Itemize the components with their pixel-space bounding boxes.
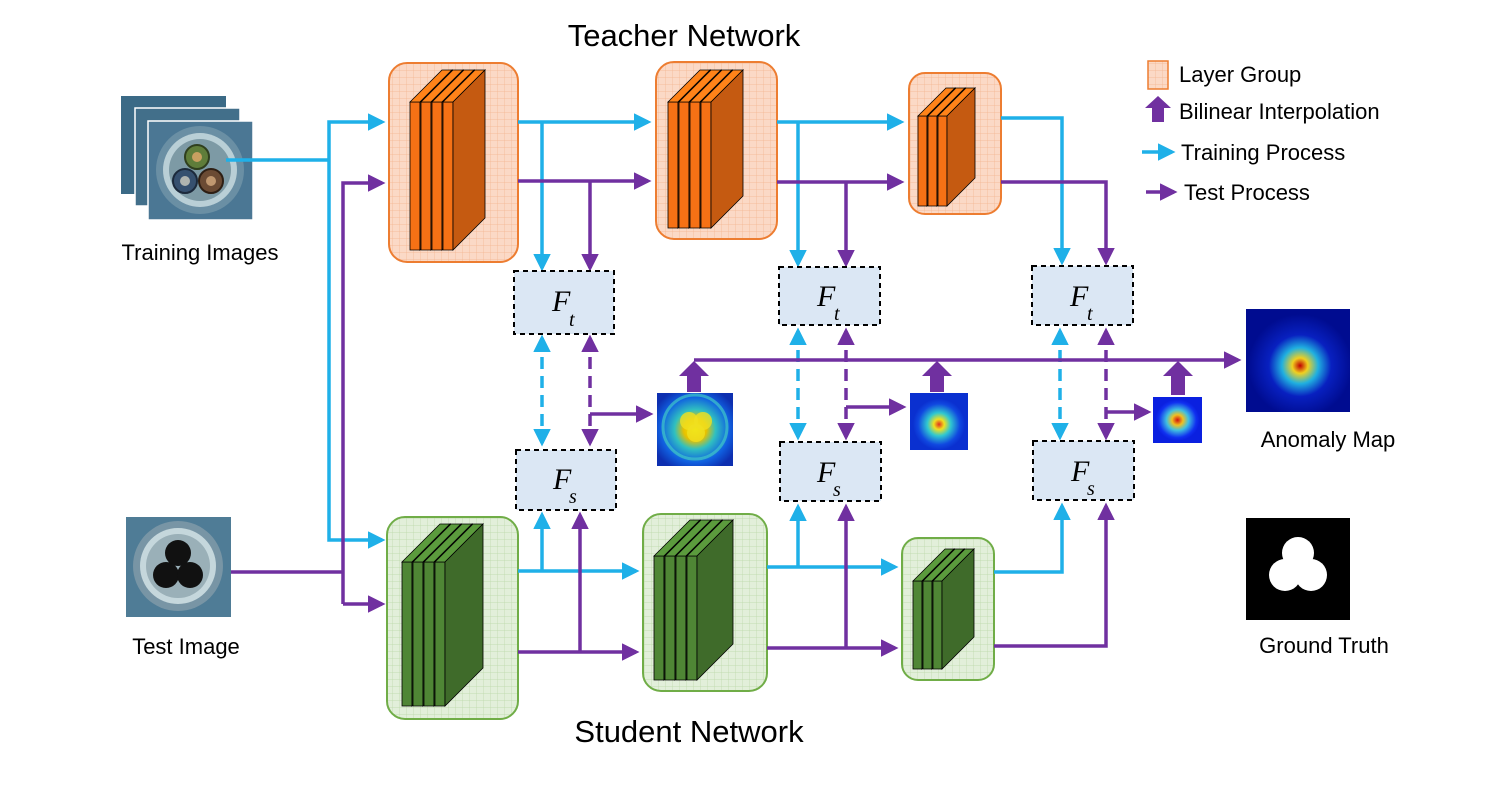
teacher-layer-group-1 — [388, 62, 519, 263]
teacher-layer-stack-3 — [917, 87, 976, 207]
layer-group-icon — [1147, 60, 1169, 90]
feature-box-teacher-3: F t — [1031, 265, 1134, 326]
feature-box-student-2: F s — [779, 441, 882, 502]
svg-text:t: t — [1087, 303, 1093, 325]
svg-text:t: t — [834, 303, 840, 325]
svg-text:F: F — [816, 280, 836, 313]
ground-truth-mask — [1246, 518, 1350, 620]
layer-slab — [700, 69, 744, 229]
svg-text:F: F — [1069, 280, 1089, 313]
anomaly-map-scale-1 — [657, 393, 733, 466]
legend-layer-group-label: Layer Group — [1179, 62, 1301, 87]
svg-text:F: F — [816, 456, 836, 489]
student-layer-group-2 — [642, 513, 768, 692]
test-dashed-compare-arrows — [581, 327, 1115, 447]
layer-slab — [932, 548, 975, 670]
svg-text:s: s — [569, 486, 577, 508]
feature-box-student-3: F s — [1032, 440, 1135, 501]
anomaly-map-scale-2 — [910, 393, 968, 450]
student-layer-stack-2 — [653, 519, 734, 681]
bilinear-arrow-icon — [1163, 361, 1193, 395]
legend-training-label: Training Process — [1181, 140, 1345, 165]
test-process-arrows — [231, 172, 1242, 661]
svg-text:F: F — [1070, 455, 1090, 488]
bilinear-upsample-arrows — [679, 361, 1193, 395]
training-process-arrows — [226, 113, 1071, 580]
teacher-layer-group-2 — [655, 61, 778, 240]
student-layer-group-1 — [386, 516, 519, 720]
svg-text:F: F — [552, 463, 572, 496]
bilinear-arrow-icon — [679, 361, 709, 392]
anomaly-map-final — [1246, 309, 1350, 412]
layer-slab — [937, 87, 976, 207]
layer-slab — [442, 69, 486, 251]
svg-text:s: s — [833, 479, 841, 501]
feature-box-teacher-1: F t — [513, 270, 615, 335]
training-images-stack — [121, 96, 254, 221]
teacher-layer-stack-2 — [667, 69, 744, 229]
layer-slab — [686, 519, 734, 681]
ground-truth-caption: Ground Truth — [1259, 633, 1389, 658]
anomaly-map-caption: Anomaly Map — [1261, 427, 1396, 452]
svg-text:s: s — [1087, 478, 1095, 500]
teacher-network-title: Teacher Network — [568, 18, 801, 53]
training-dashed-compare-arrows — [533, 327, 1069, 447]
bilinear-arrow-icon — [1145, 96, 1171, 122]
legend-test-label: Test Process — [1184, 180, 1310, 205]
layer-slab — [434, 523, 484, 707]
student-layer-stack-3 — [912, 548, 975, 670]
legend: Layer Group Bilinear Interpolation Train… — [1142, 60, 1380, 205]
svg-text:F: F — [551, 285, 571, 318]
legend-bilinear-label: Bilinear Interpolation — [1179, 99, 1380, 124]
training-images-caption: Training Images — [122, 240, 279, 265]
student-network-title: Student Network — [574, 714, 804, 749]
bilinear-arrow-icon — [922, 361, 952, 392]
test-image — [126, 517, 231, 617]
feature-box-student-1: F s — [515, 449, 617, 511]
svg-text:t: t — [569, 309, 575, 331]
student-layer-stack-1 — [401, 523, 484, 707]
student-layer-group-3 — [901, 537, 995, 681]
anomaly-map-scale-3 — [1153, 397, 1202, 443]
teacher-layer-group-3 — [908, 72, 1002, 215]
teacher-layer-stack-1 — [409, 69, 486, 251]
test-image-caption: Test Image — [132, 634, 240, 659]
feature-box-teacher-2: F t — [778, 266, 881, 326]
